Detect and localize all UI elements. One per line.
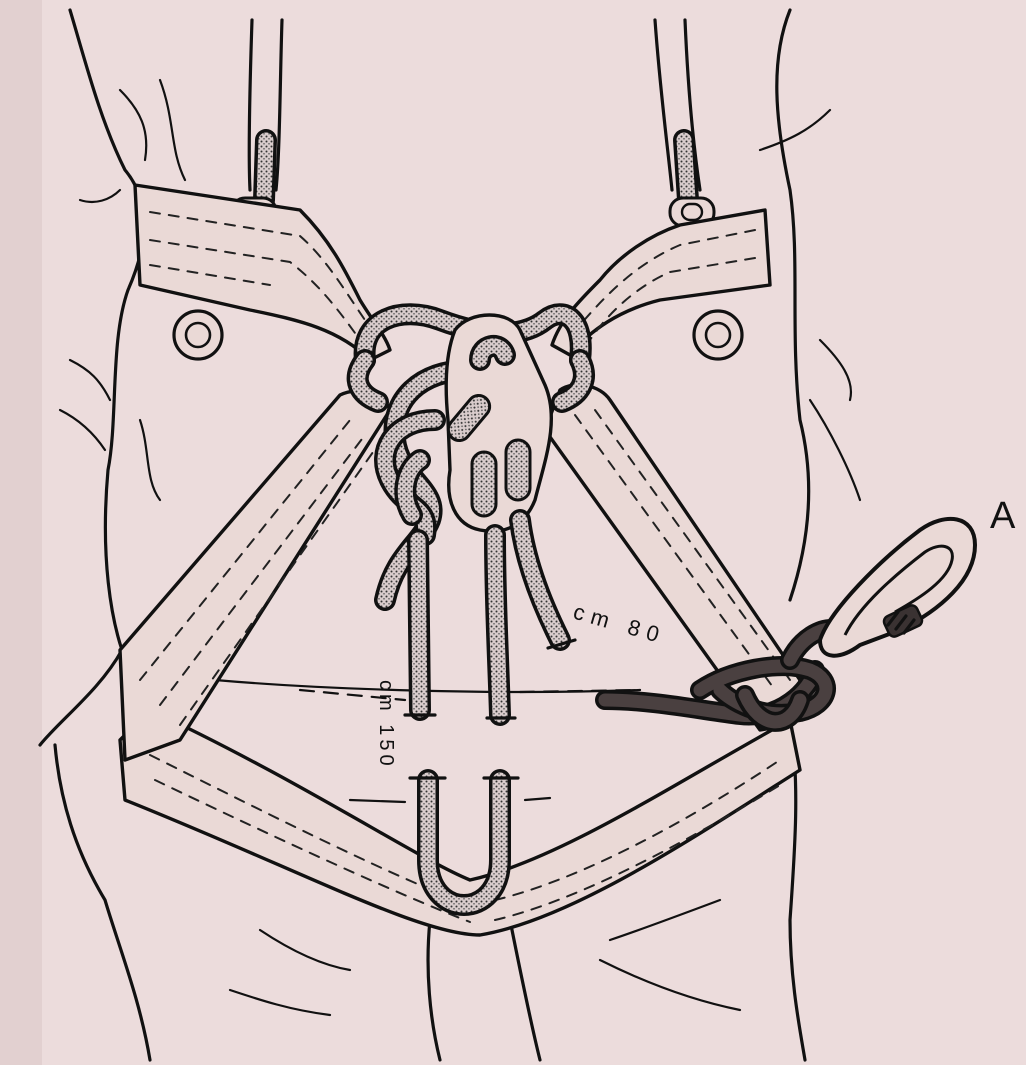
- measure-150-label: cm 150: [375, 680, 397, 770]
- measure-80-label: cm 80: [571, 599, 669, 649]
- carabiner: [820, 519, 975, 656]
- page-edge-shading: [0, 0, 42, 1065]
- right-diagonal-strap: [545, 385, 800, 730]
- left-diagonal-strap: [120, 391, 390, 760]
- measurement-lines: [300, 690, 640, 802]
- callout-a: A: [990, 495, 1016, 537]
- shoulder-ropes: [232, 20, 714, 226]
- belay-plate: [444, 315, 551, 531]
